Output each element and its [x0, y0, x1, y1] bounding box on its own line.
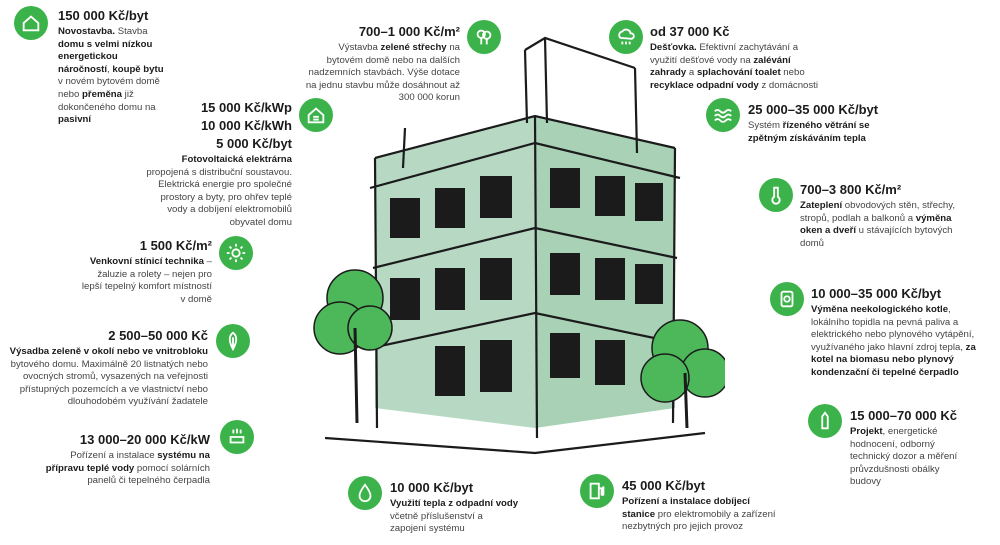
price-line-2: 10 000 Kč/kWh: [200, 118, 292, 133]
house-icon: [14, 6, 48, 40]
charger-icon: [580, 474, 614, 508]
block-boiler: 10 000–35 000 Kč/byt Výměna neekologické…: [811, 286, 983, 380]
block-new-build: 150 000 Kč/byt Novostavba. Stavba domu s…: [58, 8, 170, 127]
block-ev-charger: 45 000 Kč/byt Pořízení a instalace dobíj…: [622, 478, 782, 534]
price: 700–3 800 Kč/m²: [800, 182, 902, 197]
description: Výstavba zelené střechy na bytovém domě …: [305, 42, 460, 104]
block-waste-water-heat: 10 000 Kč/byt Využití tepla z odpadní vo…: [390, 480, 520, 536]
block-hot-water: 13 000–20 000 Kč/kW Pořízení a instalace…: [30, 432, 210, 488]
ventilation-icon: [706, 98, 740, 132]
rain-cloud-icon: [609, 20, 643, 54]
price: 15 000–70 000 Kč: [850, 408, 957, 423]
block-rainwater: od 37 000 Kč Dešťovka. Efektivní zachytá…: [650, 24, 820, 92]
block-insulation: 700–3 800 Kč/m² Zateplení obvodových stě…: [800, 182, 960, 250]
leaf-icon: [216, 324, 250, 358]
price: 13 000–20 000 Kč/kW: [79, 432, 210, 447]
description: Dešťovka. Efektivní zachytávání a využit…: [650, 42, 818, 91]
water-heat-icon: [348, 476, 382, 510]
price: 10 000 Kč/byt: [390, 480, 474, 495]
description: Projekt, energetické hodnocení, odborný …: [850, 426, 958, 488]
block-green-roof: 700–1 000 Kč/m² Výstavba zelené střechy …: [300, 24, 460, 105]
block-ventilation: 25 000–35 000 Kč/byt Systém řízeného vět…: [748, 102, 908, 145]
description: Výměna neekologického kotle, lokálního t…: [811, 304, 976, 378]
trees-icon: [467, 20, 501, 54]
description: Novostavba. Stavba domu s velmi nízkou e…: [58, 26, 164, 126]
building-illustration: [313, 36, 725, 455]
block-greenery: 2 500–50 000 Kč Výsadba zeleně v okolí n…: [2, 328, 208, 409]
thermometer-icon: [759, 178, 793, 212]
description: Fotovoltaická elektrárna propojená s dis…: [146, 154, 292, 228]
hot-water-icon: [220, 420, 254, 454]
pencil-icon: [808, 404, 842, 438]
price: 2 500–50 000 Kč: [108, 328, 208, 343]
price: 150 000 Kč/byt: [58, 8, 149, 23]
price: 1 500 Kč/m²: [139, 238, 212, 253]
price: 10 000–35 000 Kč/byt: [811, 286, 942, 301]
description: Venkovní stínicí technika – žaluzie a ro…: [81, 256, 212, 305]
price: 25 000–35 000 Kč/byt: [748, 102, 879, 117]
description: Zateplení obvodových stěn, střechy, stro…: [800, 200, 955, 249]
description: Systém řízeného větrání se zpětným získá…: [748, 120, 870, 144]
sun-icon: [219, 236, 253, 270]
price: 700–1 000 Kč/m²: [358, 24, 460, 39]
price: 45 000 Kč/byt: [622, 478, 706, 493]
price-line-3: 5 000 Kč/byt: [216, 136, 292, 151]
block-shading: 1 500 Kč/m² Venkovní stínicí technika – …: [80, 238, 212, 306]
description: Využití tepla z odpadní vody včetně přís…: [390, 498, 519, 535]
price-line-1: 15 000 Kč/kWp: [200, 100, 292, 115]
description: Výsadba zeleně v okolí nebo ve vnitroblo…: [9, 346, 208, 408]
boiler-icon: [770, 282, 804, 316]
block-photovoltaics: 15 000 Kč/kWp 10 000 Kč/kWh 5 000 Kč/byt…: [140, 100, 292, 230]
price: od 37 000 Kč: [650, 24, 730, 39]
solar-house-icon: [299, 98, 333, 132]
description: Pořízení a instalace systému na přípravu…: [45, 450, 210, 487]
block-project: 15 000–70 000 Kč Projekt, energetické ho…: [850, 408, 970, 489]
description: Pořízení a instalace dobíjecí stanice pr…: [622, 496, 776, 533]
